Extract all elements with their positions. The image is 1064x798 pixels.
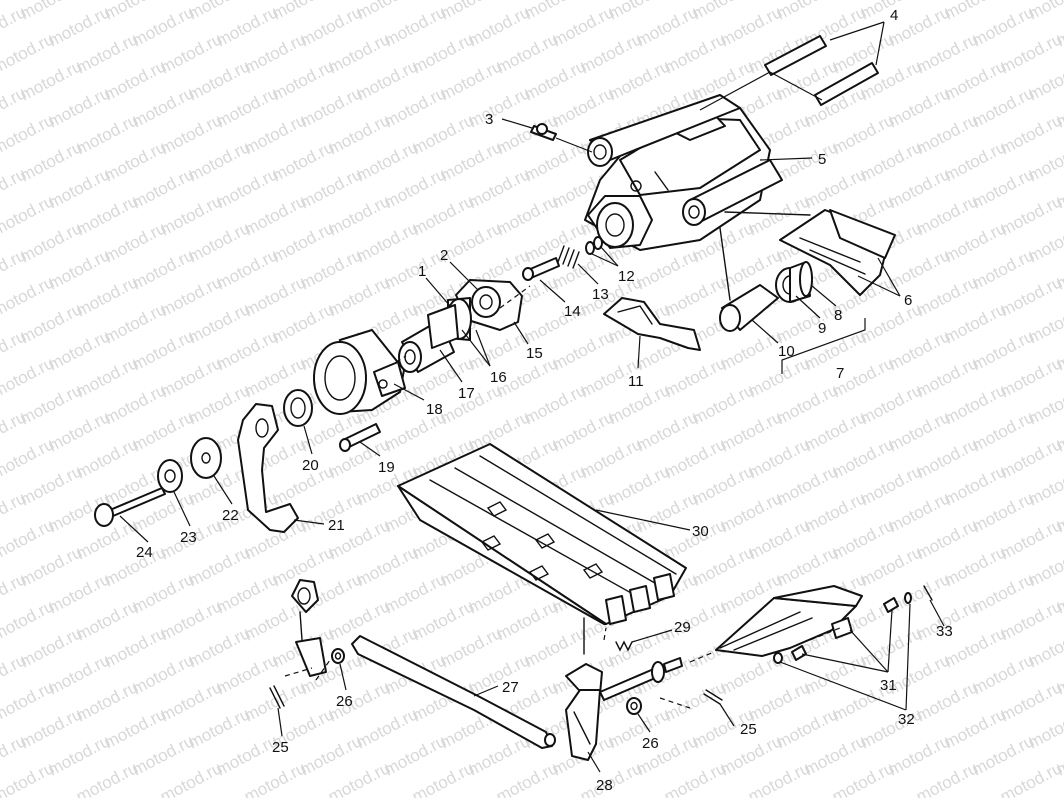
part-10-sleeve <box>719 227 779 332</box>
callout-labels: 1 2 3 4 5 6 7 8 9 10 11 12 13 14 15 16 1… <box>136 7 953 794</box>
callout-21: 21 <box>328 517 345 534</box>
callout-30: 30 <box>692 523 709 540</box>
callout-11: 11 <box>628 373 644 390</box>
callout-28: 28 <box>596 777 613 794</box>
callout-8: 8 <box>834 307 842 324</box>
callout-18: 18 <box>426 401 443 418</box>
part-23-lock-washer <box>157 459 183 493</box>
watermark-text: motod.ru <box>157 758 225 798</box>
callout-22: 22 <box>222 507 239 524</box>
callout-27: 27 <box>502 679 519 696</box>
watermark-text: motod.ru <box>325 758 393 798</box>
callout-16: 16 <box>490 369 507 386</box>
leader-lines <box>119 21 945 773</box>
callout-6: 6 <box>904 292 912 309</box>
callout-33: 33 <box>936 623 953 640</box>
part-26-nut-left <box>331 648 345 664</box>
callout-9: 9 <box>818 320 826 337</box>
watermark-text: motod.ru <box>745 758 813 798</box>
callout-14: 14 <box>564 303 581 320</box>
part-8-9-bushing <box>775 261 813 303</box>
callout-1: 1 <box>418 263 426 280</box>
watermark-text: motod.ru <box>0 758 57 798</box>
part-3-bolt <box>530 123 557 141</box>
part-19-bolt <box>339 423 381 452</box>
callout-25-right: 25 <box>740 721 757 738</box>
part-25-clip-right <box>703 689 723 705</box>
watermark-text: motod.ru <box>73 758 141 798</box>
callout-13: 13 <box>592 286 609 303</box>
callout-12: 12 <box>618 268 635 285</box>
part-20-bushing <box>283 389 313 427</box>
callout-5: 5 <box>818 151 826 168</box>
watermark-text: motod.ru <box>829 758 897 798</box>
callout-26-right: 26 <box>642 735 659 752</box>
callout-17: 17 <box>458 385 475 402</box>
watermark-text: motod.ru <box>661 758 729 798</box>
part-18-drum <box>313 329 406 415</box>
part-16-17-hub <box>398 297 472 373</box>
callout-29: 29 <box>674 619 691 636</box>
part-11-bracket <box>603 297 701 351</box>
part-14-pin <box>522 257 560 281</box>
callout-10: 10 <box>778 343 795 360</box>
part-6-plate <box>779 209 896 296</box>
callout-31: 31 <box>880 677 897 694</box>
left-hanger <box>291 579 327 677</box>
part-15-flange <box>455 279 523 331</box>
part-27-rod <box>351 635 556 749</box>
callout-19: 19 <box>378 459 395 476</box>
callout-20: 20 <box>302 457 319 474</box>
callout-24: 24 <box>136 544 153 561</box>
part-26-nut-right <box>626 697 642 715</box>
part-22-washer <box>190 437 222 479</box>
callout-25-left: 25 <box>272 739 289 756</box>
callout-7: 7 <box>836 365 844 382</box>
part-5-housing <box>584 94 811 251</box>
callout-23: 23 <box>180 529 197 546</box>
part-28-pedal <box>565 617 683 761</box>
part-29-spring <box>615 640 633 652</box>
watermark-text: motod.ru <box>409 758 477 798</box>
watermark-text: motod.ru <box>913 758 981 798</box>
watermark-text: motod.ru <box>241 758 309 798</box>
callout-2: 2 <box>440 247 448 264</box>
callout-4: 4 <box>890 7 898 24</box>
watermark-text: motod.ru <box>493 758 561 798</box>
part-24-bolt <box>94 487 166 527</box>
watermark-text: motod.ru <box>997 758 1064 798</box>
part-21-lever-arm <box>237 403 299 533</box>
right-step-bracket <box>715 585 863 657</box>
callout-32: 32 <box>898 711 915 728</box>
part-31-32-33-hardware <box>773 585 933 664</box>
part-4-pins <box>764 35 879 106</box>
callout-26-left: 26 <box>336 693 353 710</box>
callout-15: 15 <box>526 345 543 362</box>
callout-3: 3 <box>485 111 493 128</box>
part-30-footrest <box>397 443 687 625</box>
part-25-clip-left <box>269 685 285 709</box>
